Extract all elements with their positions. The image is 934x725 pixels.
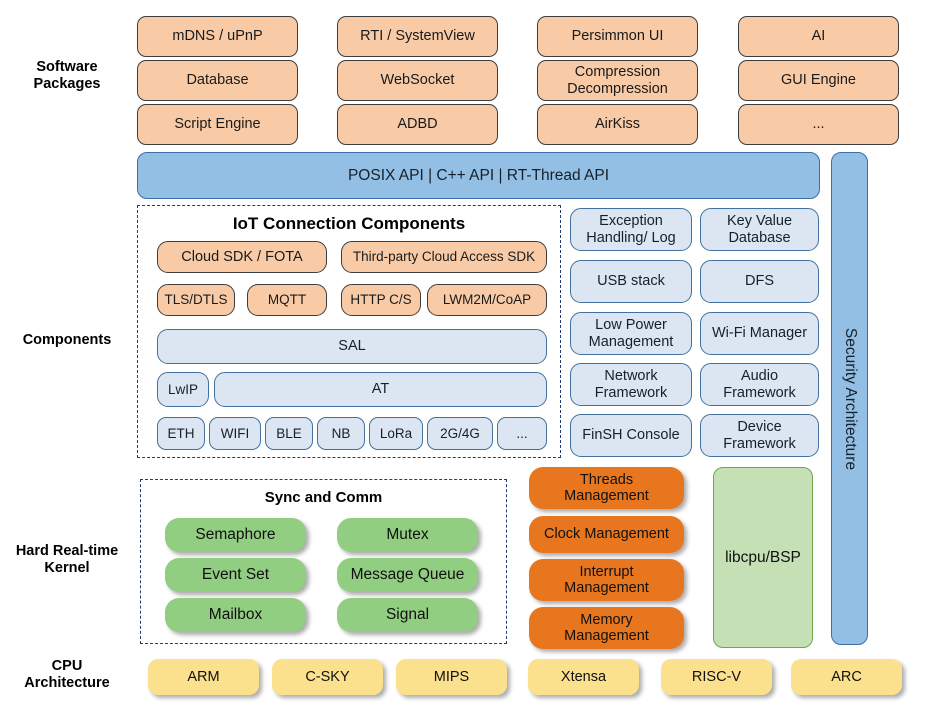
- cpu-arch-box[interactable]: Xtensa: [528, 659, 639, 695]
- component-box[interactable]: Low Power Management: [570, 312, 692, 355]
- kernel-management-box[interactable]: Threads Management: [529, 467, 684, 509]
- cpu-arch-box[interactable]: ARC: [791, 659, 902, 695]
- component-box[interactable]: Network Framework: [570, 363, 692, 406]
- iot-connection-components-group: [137, 205, 561, 458]
- kernel-management-box[interactable]: Interrupt Management: [529, 559, 684, 601]
- package-box[interactable]: AirKiss: [537, 104, 698, 145]
- package-box[interactable]: mDNS / uPnP: [137, 16, 298, 57]
- sync-box[interactable]: Semaphore: [165, 518, 306, 552]
- iot-link-box[interactable]: BLE: [265, 417, 313, 450]
- security-architecture-bar[interactable]: Security Architecture: [831, 152, 868, 645]
- component-box[interactable]: FinSH Console: [570, 414, 692, 457]
- package-box[interactable]: Database: [137, 60, 298, 101]
- cpu-arch-box[interactable]: C-SKY: [272, 659, 383, 695]
- package-box[interactable]: GUI Engine: [738, 60, 899, 101]
- iot-protocol-box[interactable]: HTTP C/S: [341, 284, 421, 316]
- iot-link-box[interactable]: ...: [497, 417, 547, 450]
- row-label-cpu: CPU Architecture: [24, 657, 110, 691]
- iot-link-box[interactable]: NB: [317, 417, 365, 450]
- component-box[interactable]: Exception Handling/ Log: [570, 208, 692, 251]
- iot-group-title: IoT Connection Components: [232, 214, 466, 233]
- kernel-management-box[interactable]: Clock Management: [529, 516, 684, 553]
- package-box[interactable]: ADBD: [337, 104, 498, 145]
- sync-box[interactable]: Mutex: [337, 518, 478, 552]
- sync-box[interactable]: Message Queue: [337, 558, 478, 592]
- component-box[interactable]: Key Value Database: [700, 208, 819, 251]
- sync-and-comm-group: [140, 479, 507, 644]
- iot-sal-box[interactable]: SAL: [157, 329, 547, 364]
- package-box[interactable]: AI: [738, 16, 899, 57]
- package-box[interactable]: ...: [738, 104, 899, 145]
- cpu-arch-box[interactable]: ARM: [148, 659, 259, 695]
- iot-link-box[interactable]: ETH: [157, 417, 205, 450]
- package-box[interactable]: RTI / SystemView: [337, 16, 498, 57]
- sync-and-comm-title: Sync and Comm: [264, 489, 383, 506]
- package-box[interactable]: Compression Decompression: [537, 60, 698, 101]
- iot-cloud-sdk-box[interactable]: Cloud SDK / FOTA: [157, 241, 327, 273]
- cpu-arch-box[interactable]: MIPS: [396, 659, 507, 695]
- iot-lwip-box[interactable]: LwIP: [157, 372, 209, 407]
- security-architecture-label: Security Architecture: [841, 327, 859, 470]
- api-bar[interactable]: POSIX API | C++ API | RT-Thread API: [137, 152, 820, 199]
- iot-protocol-box[interactable]: MQTT: [247, 284, 327, 316]
- sync-box[interactable]: Mailbox: [165, 598, 306, 632]
- sync-box[interactable]: Signal: [337, 598, 478, 632]
- component-box[interactable]: USB stack: [570, 260, 692, 303]
- iot-third-party-sdk-box[interactable]: Third-party Cloud Access SDK: [341, 241, 547, 273]
- sync-box[interactable]: Event Set: [165, 558, 306, 592]
- iot-protocol-box[interactable]: LWM2M/CoAP: [427, 284, 547, 316]
- package-box[interactable]: WebSocket: [337, 60, 498, 101]
- kernel-management-box[interactable]: Memory Management: [529, 607, 684, 649]
- cpu-arch-box[interactable]: RISC-V: [661, 659, 772, 695]
- iot-link-box[interactable]: WIFI: [209, 417, 261, 450]
- iot-link-box[interactable]: LoRa: [369, 417, 423, 450]
- package-box[interactable]: Script Engine: [137, 104, 298, 145]
- component-box[interactable]: Device Framework: [700, 414, 819, 457]
- row-label-kernel: Hard Real-time Kernel: [15, 542, 119, 576]
- component-box[interactable]: DFS: [700, 260, 819, 303]
- iot-link-box[interactable]: 2G/4G: [427, 417, 493, 450]
- package-box[interactable]: Persimmon UI: [537, 16, 698, 57]
- libcpu-bsp-box[interactable]: libcpu/BSP: [713, 467, 813, 648]
- component-box[interactable]: Wi-Fi Manager: [700, 312, 819, 355]
- row-label-software-packages: Software Packages: [33, 58, 101, 92]
- row-label-components: Components: [22, 332, 112, 349]
- component-box[interactable]: Audio Framework: [700, 363, 819, 406]
- iot-at-box[interactable]: AT: [214, 372, 547, 407]
- iot-protocol-box[interactable]: TLS/DTLS: [157, 284, 235, 316]
